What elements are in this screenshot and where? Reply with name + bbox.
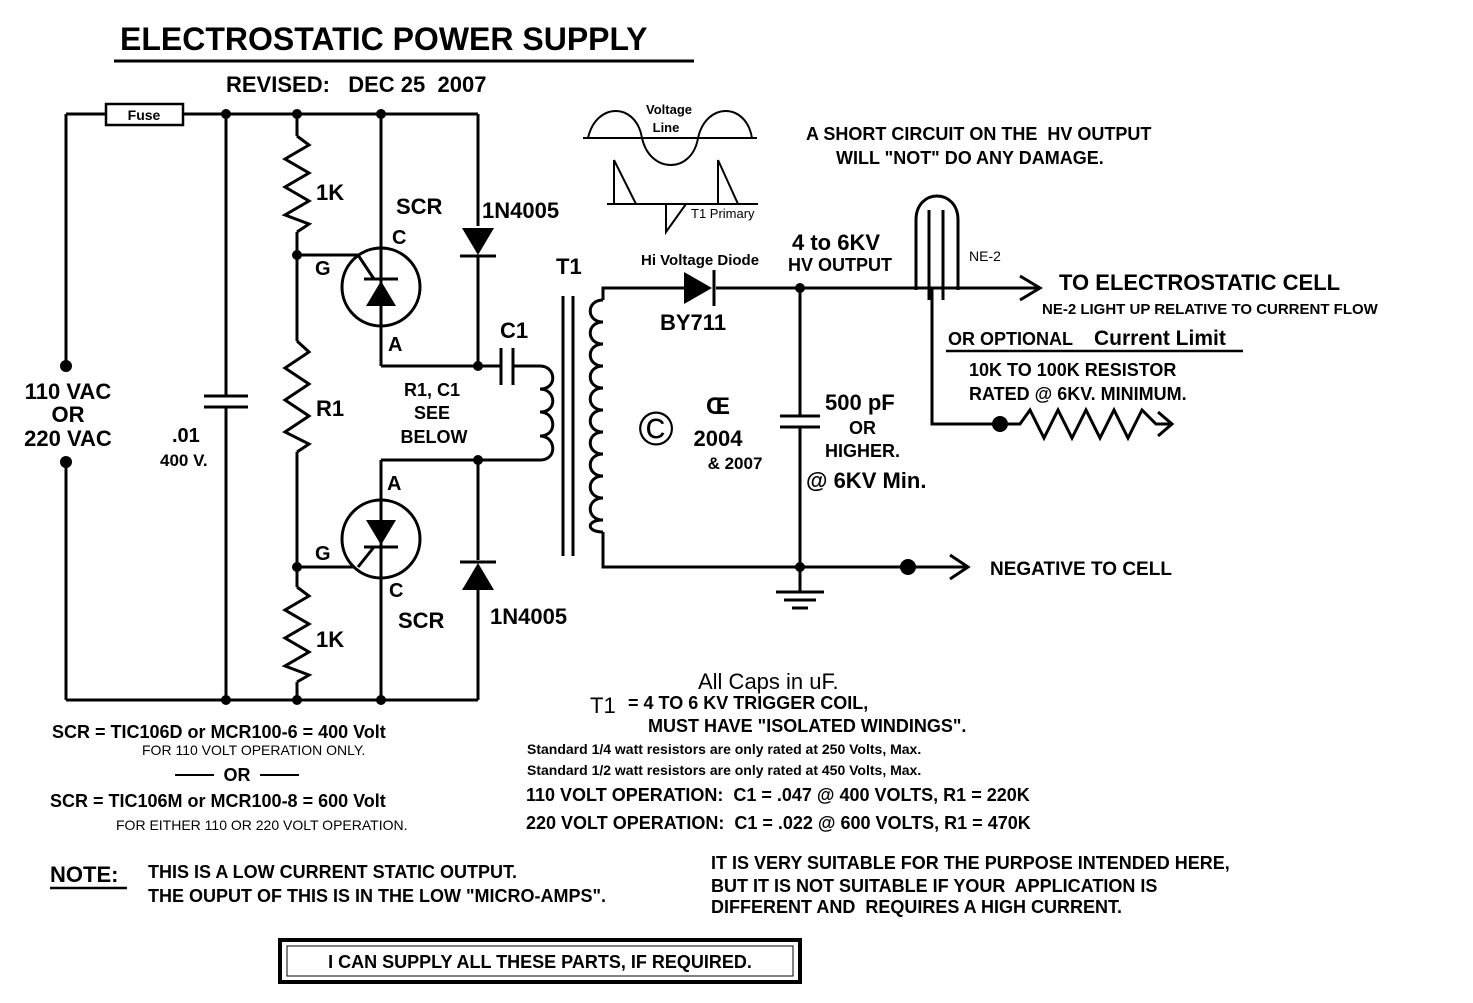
scr-top [340,246,422,328]
supply-text: I CAN SUPPLY ALL THESE PARTS, IF REQUIRE… [328,952,752,972]
input-cap-value: .01 [172,425,200,447]
transformer-t1 [539,296,604,556]
resistor-bottom-label: 1K [316,627,344,652]
ne2-label: NE-2 [969,248,1001,264]
waveform-primary-label: T1 Primary [691,206,755,221]
short-circuit-note-1: A SHORT CIRCUIT ON THE HV OUTPUT [806,124,1151,144]
op-220: 220 VOLT OPERATION: C1 = .022 @ 600 VOLT… [526,813,1031,833]
copyright-mark: Œ [706,393,730,420]
resistor-rating-quarter: Standard 1/4 watt resistors are only rat… [527,741,921,757]
diode-top-label: 1N4005 [482,198,559,223]
suitability-2: BUT IT IS NOT SUITABLE IF YOUR APPLICATI… [711,876,1157,896]
ne2-lamp [914,194,960,300]
page-title: ELECTROSTATIC POWER SUPPLY [120,21,647,57]
negative-to-cell: NEGATIVE TO CELL [990,559,1172,580]
resistor-bottom-1k [281,585,313,684]
scr-bottom-label: SCR [398,608,445,633]
hv-output-label: HV OUTPUT [788,255,892,275]
cap-500pf-or: OR [849,418,876,438]
by711-label: BY711 [660,310,726,335]
copyright-symbol: © [638,403,673,456]
op-110: 110 VOLT OPERATION: C1 = .047 @ 400 VOLT… [526,785,1030,805]
optional-label-a: OR OPTIONAL [948,329,1073,349]
t1-spec-b: MUST HAVE "ISOLATED WINDINGS". [648,716,966,736]
r1c1-note-1: R1, C1 [404,380,460,400]
revised-date: REVISED: DEC 25 2007 [226,72,486,97]
scr-spec-2-note: FOR EITHER 110 OR 220 VOLT OPERATION. [116,817,407,833]
diode-bottom-1n4005 [460,560,496,590]
junction-dots [60,109,1008,705]
arrow-negative [949,553,971,581]
scr-top-cathode: C [392,227,406,249]
diode-bottom-label: 1N4005 [490,604,567,629]
t1-spec-a: = 4 TO 6 KV TRIGGER COIL, [628,693,868,713]
suitability-1: IT IS VERY SUITABLE FOR THE PURPOSE INTE… [711,853,1230,873]
resistor-top-label: 1K [316,180,344,205]
arrow-current-limit [1157,410,1175,438]
scr-bottom-anode: A [387,473,401,495]
suitability-3: DIFFERENT AND REQUIRES A HIGH CURRENT. [711,897,1122,917]
cap-500pf-rating: @ 6KV Min. [806,468,926,493]
resistor-spec-2: RATED @ 6KV. MINIMUM. [969,384,1187,404]
scr-spec-1-note: FOR 110 VOLT OPERATION ONLY. [142,742,365,758]
ne2-note: NE-2 LIGHT UP RELATIVE TO CURRENT FLOW [1042,301,1379,318]
input-capacitor [204,394,248,409]
fuse-label: Fuse [128,107,161,123]
output-kv: 4 to 6KV [792,230,880,255]
r1c1-note-2: SEE [414,403,450,423]
note-line-2: THE OUPUT OF THIS IS IN THE LOW "MICRO-A… [148,886,606,906]
scr-spec-or: OR [224,765,251,785]
input-voltage-1: 110 VAC [25,379,112,404]
waveform-illustration [583,110,758,236]
diode-by711 [684,270,716,306]
input-voltage-2: 220 VAC [24,426,112,451]
caps-in-uf: All Caps in uF. [698,669,839,694]
optional-label-b: Current Limit [1094,327,1226,350]
fuse: Fuse [104,102,185,127]
diode-top-1n4005 [460,228,496,258]
capacitor-500pf [780,414,820,429]
scr-bottom-gate: G [315,543,331,565]
waveform-line-label: Line [653,120,680,135]
to-cell-label: TO ELECTROSTATIC CELL [1059,270,1340,295]
c1-label: C1 [500,318,528,343]
t1-spec-label: T1 [590,693,616,718]
ground-symbol [776,567,824,610]
capacitor-c1 [499,348,515,385]
waveform-voltage-label: Voltage [646,102,692,117]
scr-top-gate: G [315,258,331,280]
copyright-year2: & 2007 [708,454,763,473]
scr-bottom [340,498,422,580]
resistor-r1 [282,339,312,454]
scr-spec-2: SCR = TIC106M or MCR100-8 = 600 Volt [50,791,386,811]
r1c1-note-3: BELOW [401,427,468,447]
note-label: NOTE: [50,862,118,887]
cap-500pf-higher: HIGHER. [825,441,900,461]
resistor-r1-label: R1 [316,396,344,421]
resistor-spec-1: 10K TO 100K RESISTOR [969,360,1176,380]
scr-top-anode: A [388,334,402,356]
supply-box [278,938,802,984]
resistor-rating-half: Standard 1/2 watt resistors are only rat… [527,762,921,778]
scr-bottom-cathode: C [389,580,403,602]
input-voltage-or: OR [52,402,85,427]
arrow-to-cell [1019,274,1043,302]
hv-diode-label: Hi Voltage Diode [641,252,759,269]
input-cap-rating: 400 V. [160,451,208,470]
short-circuit-note-2: WILL "NOT" DO ANY DAMAGE. [836,148,1104,168]
t1-label: T1 [556,254,582,279]
wires [64,112,1172,702]
resistor-top-1k [281,134,313,234]
scr-spec-1: SCR = TIC106D or MCR100-6 = 400 Volt [52,722,386,742]
scr-top-label: SCR [396,194,443,219]
note-line-1: THIS IS A LOW CURRENT STATIC OUTPUT. [148,862,517,882]
copyright-year1: 2004 [694,426,744,451]
supply-box-inner [286,945,794,977]
cap-500pf-value: 500 pF [825,390,895,415]
